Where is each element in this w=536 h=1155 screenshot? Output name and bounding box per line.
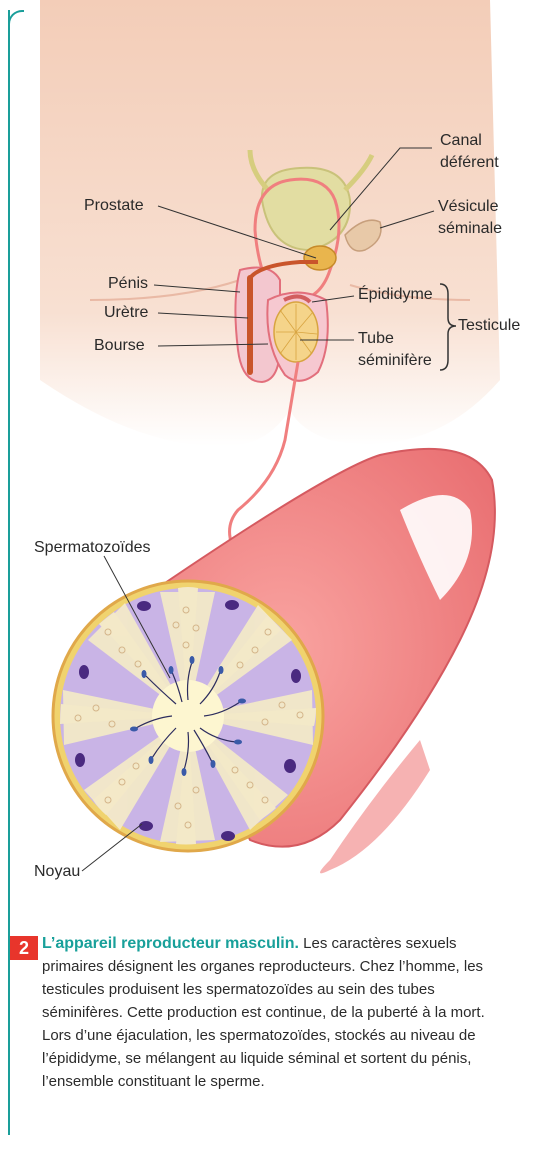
figure-caption: 2 L’appareil reproducteur masculin. Les … — [10, 930, 510, 1093]
label-canal-deferent-line1: Canal — [440, 130, 499, 152]
label-tube-seminifere: Tube séminifère — [358, 328, 432, 372]
label-testicule: Testicule — [458, 316, 520, 335]
label-canal-deferent: Canal déférent — [440, 130, 499, 174]
label-penis: Pénis — [108, 274, 148, 293]
caption-text: L’appareil reproducteur masculin. Les ca… — [42, 930, 510, 1093]
figure-number-badge: 2 — [10, 936, 38, 960]
label-tube-line2: séminifère — [358, 350, 432, 372]
tube-cross-section — [53, 581, 323, 851]
label-canal-deferent-line2: déférent — [440, 152, 499, 174]
label-vesicule-line2: séminale — [438, 218, 502, 240]
label-noyau: Noyau — [34, 862, 80, 881]
caption-body: Les caractères sexuels primaires désigne… — [42, 935, 485, 1090]
label-vesicule-seminale: Vésicule séminale — [438, 196, 502, 240]
label-epididyme: Épididyme — [358, 285, 433, 304]
label-spermatozoides: Spermatozoïdes — [34, 538, 151, 557]
label-prostate: Prostate — [84, 196, 144, 215]
label-tube-line1: Tube — [358, 328, 432, 350]
label-vesicule-line1: Vésicule — [438, 196, 502, 218]
prostate-shape — [304, 246, 336, 270]
caption-title: L’appareil reproducteur masculin. — [42, 935, 299, 952]
label-bourse: Bourse — [94, 336, 145, 355]
label-uretre: Urètre — [104, 303, 148, 322]
